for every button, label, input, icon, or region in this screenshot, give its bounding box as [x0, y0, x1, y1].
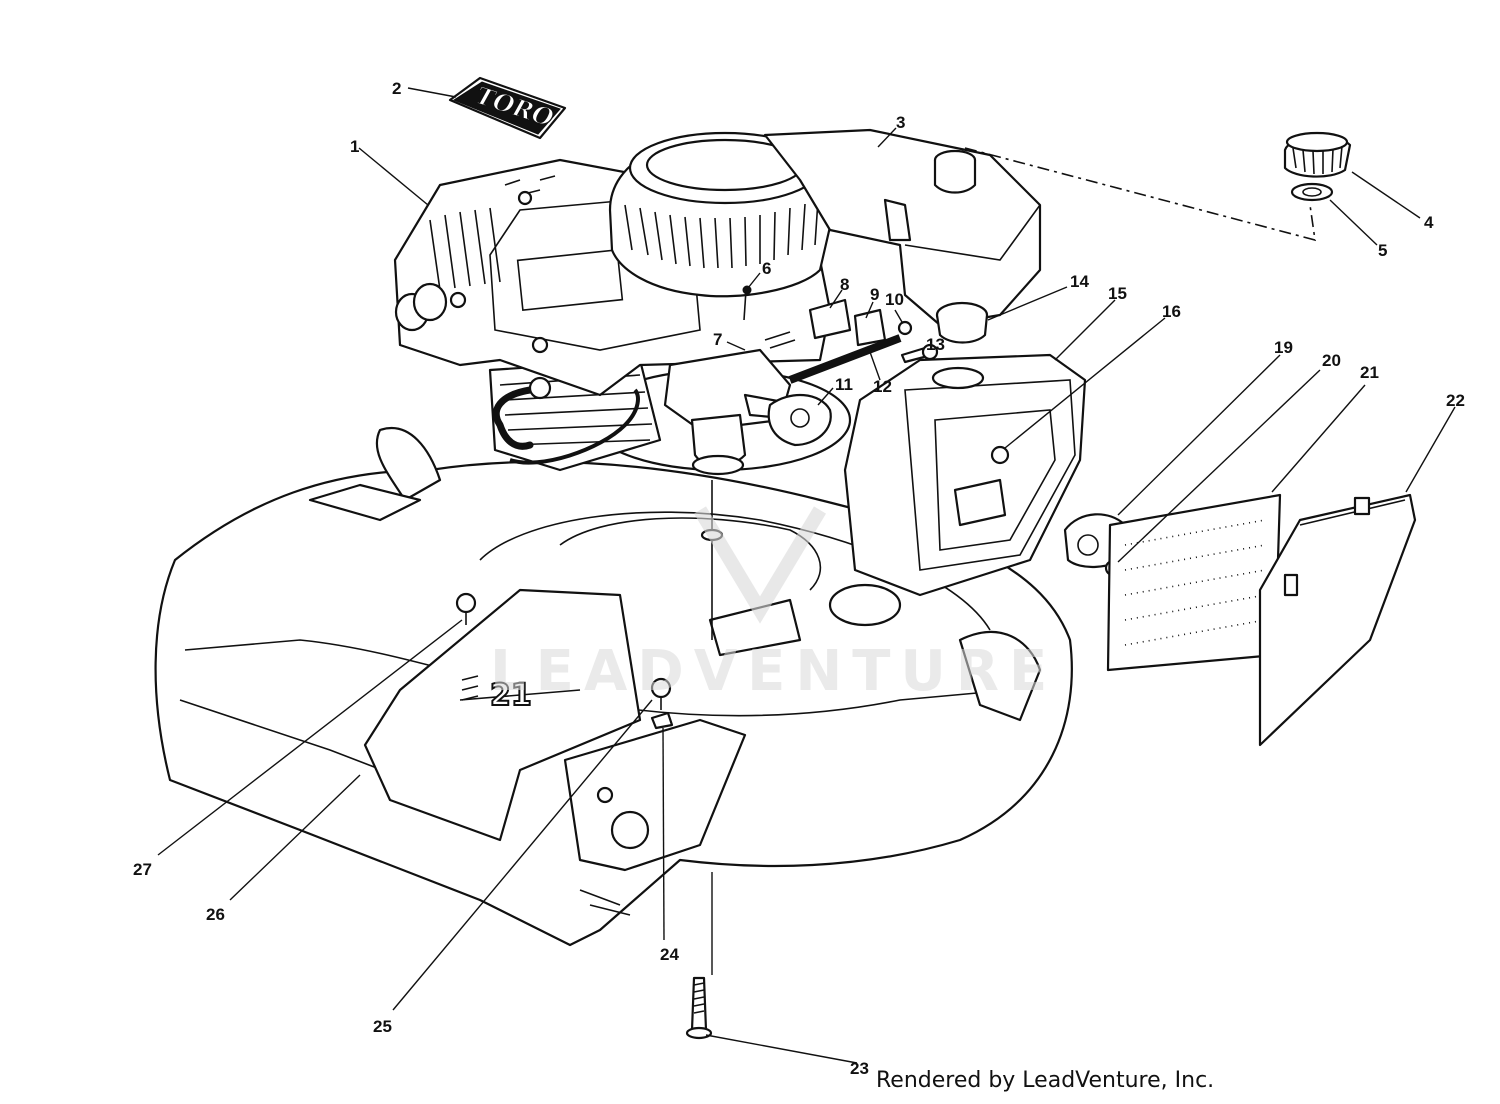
callout-21: 21 — [1360, 363, 1379, 382]
callout-5: 5 — [1378, 241, 1387, 260]
watermark-text: LEADVENTURE — [490, 639, 1057, 704]
callout-15: 15 — [1108, 284, 1127, 303]
callout-16: 16 — [1162, 302, 1181, 321]
callout-8: 8 — [840, 275, 849, 294]
callout-6: 6 — [762, 259, 771, 278]
air-cleaner-assembly — [843, 131, 1417, 747]
callout-10: 10 — [885, 290, 904, 309]
callout-3: 3 — [896, 113, 905, 132]
callout-23: 23 — [850, 1059, 869, 1078]
mower-deck: 21 — [154, 427, 1073, 947]
leader-lines — [157, 87, 1456, 1064]
callout-2: 2 — [392, 79, 401, 98]
callout-12: 12 — [873, 377, 892, 396]
callout-20: 20 — [1322, 351, 1341, 370]
callout-24: 24 — [660, 945, 679, 964]
callout-22: 22 — [1446, 391, 1465, 410]
callout-26: 26 — [206, 905, 225, 924]
callout-9: 9 — [870, 285, 879, 304]
engine-assembly: TORO — [393, 76, 1042, 476]
callout-1: 1 — [350, 137, 359, 156]
leadventure-watermark: LEADVENTURE — [490, 506, 1057, 704]
callout-4: 4 — [1424, 213, 1434, 232]
callout-7: 7 — [713, 330, 722, 349]
callout-11: 11 — [835, 375, 853, 394]
callout-19: 19 — [1274, 338, 1293, 357]
fasteners — [455, 592, 713, 1040]
callout-numbers: 1 2 3 4 5 6 7 8 9 10 11 12 13 14 15 16 1… — [133, 79, 1465, 1078]
callout-25: 25 — [373, 1017, 392, 1036]
callout-13: 13 — [926, 335, 945, 354]
render-credit: Rendered by LeadVenture, Inc. — [876, 1068, 1215, 1093]
callout-27: 27 — [133, 860, 152, 879]
deck-size-marking: 21 — [490, 678, 532, 713]
callout-14: 14 — [1070, 272, 1089, 291]
